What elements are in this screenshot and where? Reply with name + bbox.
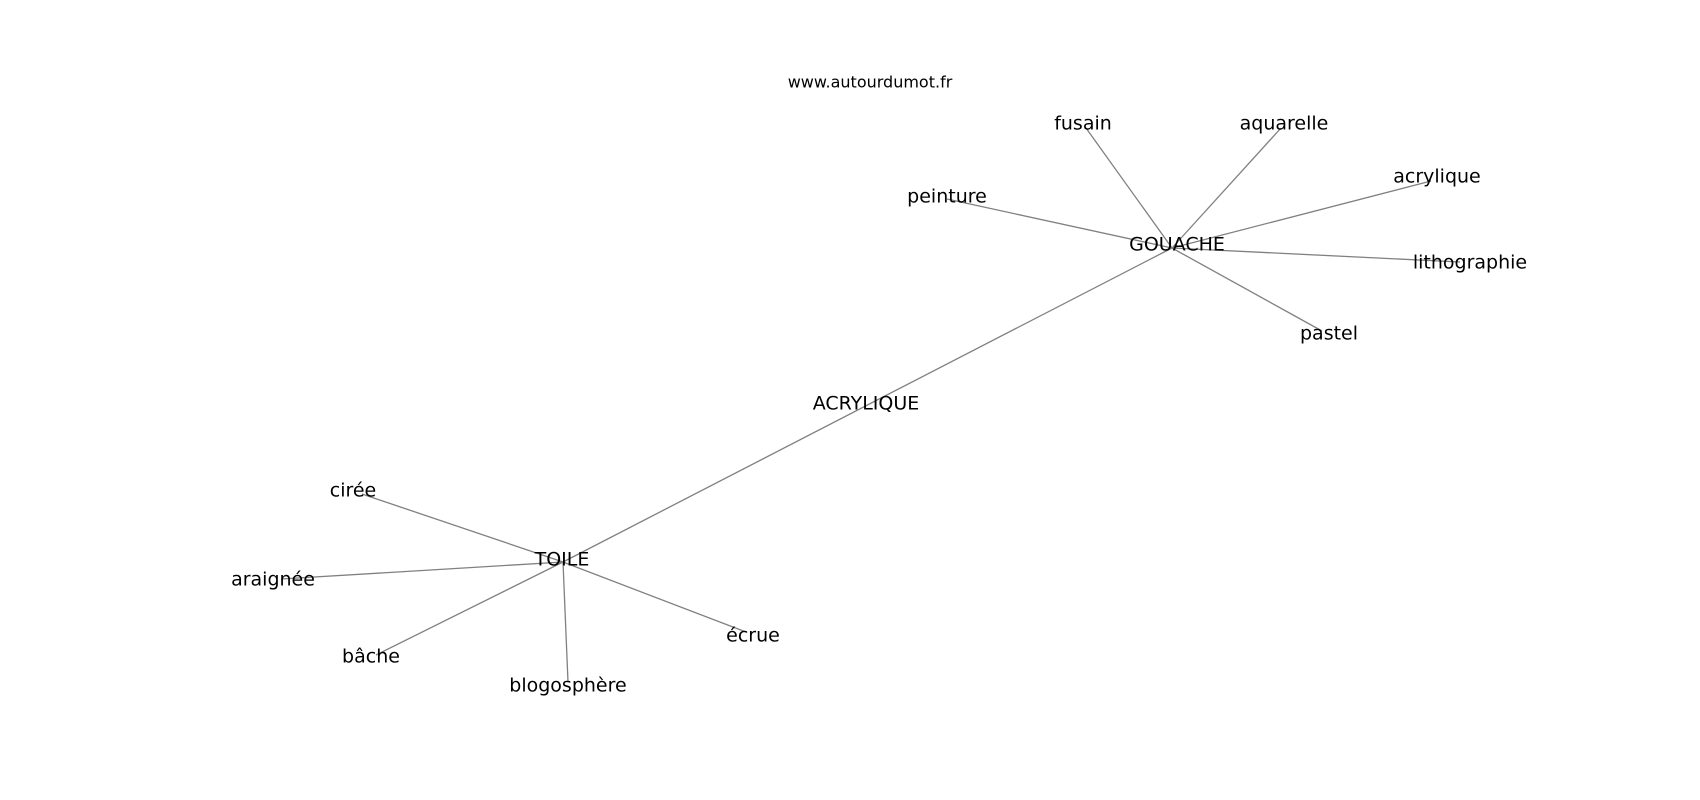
- node-label-pastel: pastel: [1300, 323, 1358, 345]
- node-label-ecrue: écrue: [726, 625, 780, 647]
- edge-gouache-fusain: [1085, 127, 1173, 249]
- edge-toile-gouache: [562, 247, 1173, 563]
- node-label-acrylique: acrylique: [1393, 166, 1481, 188]
- graph-edges: [280, 127, 1461, 683]
- edge-gouache-aquarelle: [1171, 127, 1282, 249]
- node-label-ciree: cirée: [330, 480, 377, 502]
- edge-toile-bache: [375, 561, 564, 656]
- edge-toile-blogosphere: [562, 561, 569, 683]
- node-label-lithographie: lithographie: [1413, 252, 1527, 274]
- node-label-acrylique_center: ACRYLIQUE: [813, 393, 920, 415]
- node-label-peinture: peinture: [907, 186, 987, 208]
- graph-node-labels: ACRYLIQUE GOUACHE TOILE fusain aquarelle acry…: [231, 113, 1527, 697]
- node-label-gouache: GOUACHE: [1129, 234, 1225, 256]
- node-label-fusain: fusain: [1054, 113, 1112, 135]
- edge-toile-ecrue: [562, 561, 747, 633]
- edge-gouache-pastel: [1171, 247, 1323, 332]
- node-label-blogosphere: blogosphère: [509, 675, 626, 697]
- edge-gouache-acrylique: [1171, 180, 1432, 249]
- node-label-aquarelle: aquarelle: [1240, 113, 1329, 135]
- node-label-toile: TOILE: [534, 549, 590, 571]
- site-url: www.autourdumot.fr: [788, 73, 953, 92]
- edge-toile-araignee: [280, 561, 564, 580]
- edge-toile-ciree: [361, 493, 564, 563]
- node-label-araignee: araignée: [231, 569, 315, 591]
- edge-gouache-lithographie: [1171, 247, 1461, 263]
- edge-gouache-peinture: [946, 198, 1173, 249]
- node-label-bache: bâche: [342, 646, 400, 668]
